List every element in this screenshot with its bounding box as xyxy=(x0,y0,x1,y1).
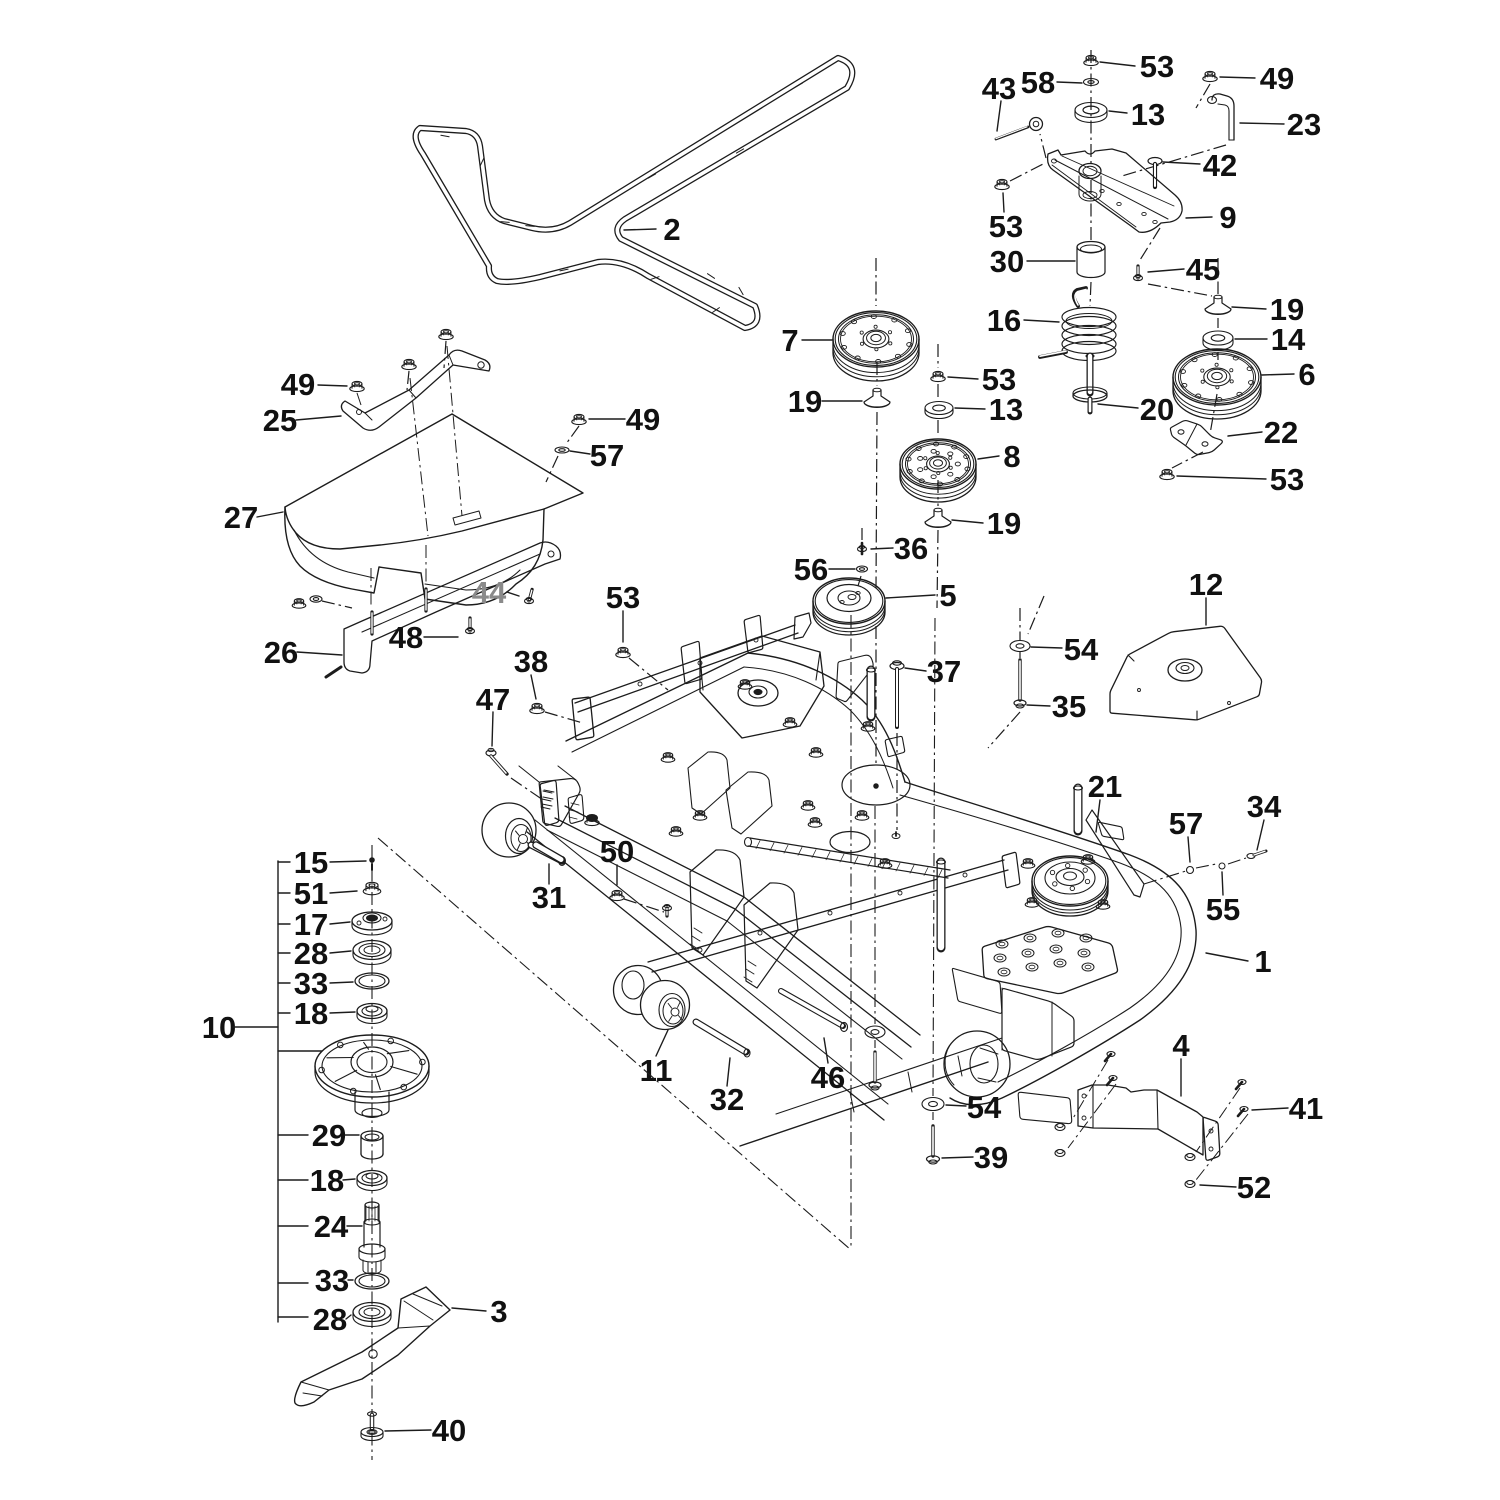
svg-text:18: 18 xyxy=(310,1163,344,1198)
svg-text:46: 46 xyxy=(811,1060,845,1095)
svg-text:42: 42 xyxy=(1203,148,1237,183)
svg-text:13: 13 xyxy=(1131,97,1165,132)
svg-text:31: 31 xyxy=(532,880,566,915)
svg-text:33: 33 xyxy=(315,1263,349,1298)
svg-text:52: 52 xyxy=(1237,1170,1271,1205)
svg-text:30: 30 xyxy=(990,244,1024,279)
svg-text:39: 39 xyxy=(974,1140,1008,1175)
svg-text:41: 41 xyxy=(1289,1091,1323,1126)
svg-text:12: 12 xyxy=(1189,567,1223,602)
svg-text:14: 14 xyxy=(1271,322,1306,357)
svg-text:35: 35 xyxy=(1052,689,1086,724)
svg-text:3: 3 xyxy=(490,1294,507,1329)
svg-text:34: 34 xyxy=(1247,789,1282,824)
svg-text:13: 13 xyxy=(989,392,1023,427)
svg-text:26: 26 xyxy=(264,635,298,670)
svg-text:25: 25 xyxy=(263,403,297,438)
svg-text:23: 23 xyxy=(1287,107,1321,142)
svg-text:57: 57 xyxy=(590,438,624,473)
svg-text:16: 16 xyxy=(987,303,1021,338)
svg-text:47: 47 xyxy=(476,682,510,717)
svg-text:38: 38 xyxy=(514,644,548,679)
svg-text:9: 9 xyxy=(1219,200,1236,235)
svg-text:5: 5 xyxy=(939,578,956,613)
svg-text:51: 51 xyxy=(294,876,328,911)
svg-text:54: 54 xyxy=(1064,632,1099,667)
svg-text:8: 8 xyxy=(1003,439,1020,474)
svg-text:56: 56 xyxy=(794,552,828,587)
svg-text:44: 44 xyxy=(472,575,507,610)
svg-text:57: 57 xyxy=(1169,806,1203,841)
svg-text:49: 49 xyxy=(281,367,315,402)
svg-text:19: 19 xyxy=(788,384,822,419)
svg-text:21: 21 xyxy=(1088,769,1122,804)
svg-text:2: 2 xyxy=(663,212,680,247)
svg-text:53: 53 xyxy=(982,362,1016,397)
svg-text:15: 15 xyxy=(294,845,328,880)
svg-text:43: 43 xyxy=(982,71,1016,106)
svg-text:48: 48 xyxy=(389,620,423,655)
svg-text:33: 33 xyxy=(294,966,328,1001)
svg-text:10: 10 xyxy=(202,1010,236,1045)
svg-text:20: 20 xyxy=(1140,392,1174,427)
svg-text:4: 4 xyxy=(1172,1028,1190,1063)
svg-text:28: 28 xyxy=(313,1302,347,1337)
svg-text:24: 24 xyxy=(314,1209,349,1244)
svg-text:32: 32 xyxy=(710,1082,744,1117)
svg-text:1: 1 xyxy=(1254,944,1271,979)
svg-text:19: 19 xyxy=(987,506,1021,541)
svg-text:18: 18 xyxy=(294,996,328,1031)
svg-text:58: 58 xyxy=(1021,65,1055,100)
svg-text:22: 22 xyxy=(1264,415,1298,450)
svg-text:17: 17 xyxy=(294,907,328,942)
svg-text:49: 49 xyxy=(1260,61,1294,96)
svg-text:36: 36 xyxy=(894,531,928,566)
svg-text:37: 37 xyxy=(927,654,961,689)
svg-text:53: 53 xyxy=(1270,462,1304,497)
svg-text:54: 54 xyxy=(967,1090,1002,1125)
svg-text:40: 40 xyxy=(432,1413,466,1448)
svg-text:27: 27 xyxy=(224,500,258,535)
svg-text:53: 53 xyxy=(1140,49,1174,84)
svg-text:19: 19 xyxy=(1270,292,1304,327)
svg-text:53: 53 xyxy=(989,209,1023,244)
svg-text:29: 29 xyxy=(312,1118,346,1153)
svg-text:50: 50 xyxy=(600,834,634,869)
svg-text:45: 45 xyxy=(1186,252,1220,287)
svg-text:49: 49 xyxy=(626,402,660,437)
svg-text:6: 6 xyxy=(1298,357,1315,392)
svg-text:53: 53 xyxy=(606,580,640,615)
svg-text:28: 28 xyxy=(294,936,328,971)
svg-text:7: 7 xyxy=(781,323,798,358)
svg-text:55: 55 xyxy=(1206,892,1240,927)
